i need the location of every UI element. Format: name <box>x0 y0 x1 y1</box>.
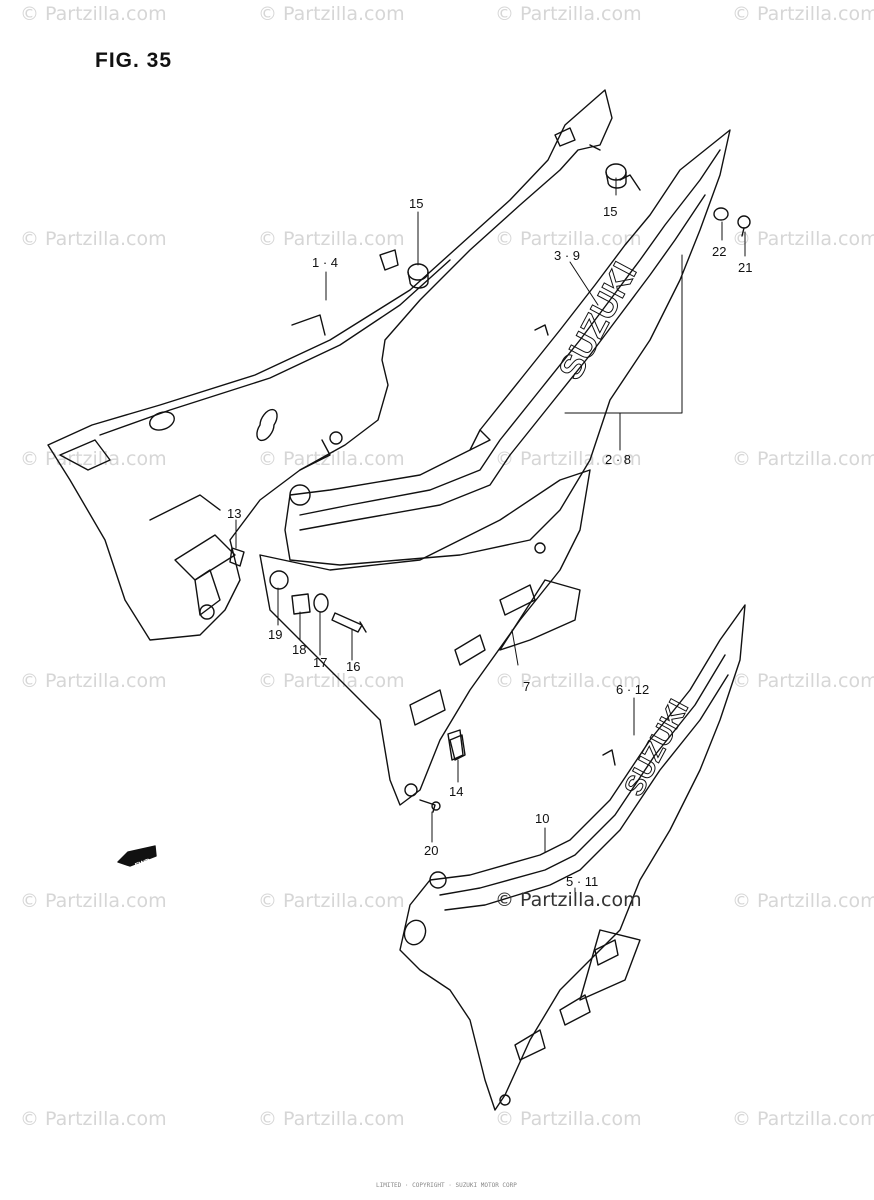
callout-17: 17 <box>313 655 328 670</box>
callout-6-12: 6 · 12 <box>616 682 650 697</box>
watermark: © Partzilla.com <box>732 228 874 250</box>
watermark: © Partzilla.com <box>20 3 167 25</box>
watermark: © Partzilla.com <box>495 448 642 470</box>
side-cover-left <box>284 129 731 566</box>
watermark: © Partzilla.com <box>732 670 874 692</box>
watermark: © Partzilla.com <box>20 1108 167 1130</box>
callout-1-4: 1 · 4 <box>312 255 339 270</box>
watermark: © Partzilla.com <box>20 890 167 912</box>
callout-16: 16 <box>346 659 361 674</box>
figure-title: FIG. 35 <box>95 49 173 72</box>
watermark: © Partzilla.com <box>732 1108 874 1130</box>
callout-14: 14 <box>449 784 464 799</box>
watermark: © Partzilla.com <box>258 670 405 692</box>
suzuki-decal: SUZUKI SUZUKI FWD <box>134 256 694 870</box>
watermark: © Partzilla.com <box>495 3 642 25</box>
watermark: © Partzilla.com <box>732 890 874 912</box>
callout-2-8: 2 · 8 <box>605 452 632 467</box>
watermark: © Partzilla.com <box>495 1108 642 1130</box>
watermark: © Partzilla.com <box>20 448 167 470</box>
watermark: © Partzilla.com <box>258 890 405 912</box>
callout-19: 19 <box>268 627 283 642</box>
side-cover-right <box>399 604 746 1111</box>
fwd-arrow-icon <box>117 845 157 867</box>
center-watermark: © Partzilla.com <box>495 889 642 911</box>
watermark: © Partzilla.com <box>20 228 167 250</box>
callout-15: 15 <box>409 196 424 211</box>
watermark: © Partzilla.com <box>732 448 874 470</box>
callout-7: 7 <box>523 679 531 694</box>
watermark: © Partzilla.com <box>258 1108 405 1130</box>
leader-lines <box>235 177 746 896</box>
watermark: © Partzilla.com <box>495 670 642 692</box>
hardware <box>229 163 751 813</box>
callout-5-11: 5 · 11 <box>566 874 599 889</box>
lower-side-panel <box>259 469 591 806</box>
watermark: © Partzilla.com <box>258 228 405 250</box>
callout-10: 10 <box>535 811 550 826</box>
watermark: © Partzilla.com <box>20 670 167 692</box>
callout-13: 13 <box>227 506 242 521</box>
callout-20: 20 <box>424 843 439 858</box>
watermark: © Partzilla.com <box>495 228 642 250</box>
watermark: © Partzilla.com <box>258 448 405 470</box>
frame-cover-upper <box>47 89 613 641</box>
svg-text:SUZUKI: SUZUKI <box>552 256 645 386</box>
callout-21: 21 <box>738 260 753 275</box>
svg-text:SUZUKI: SUZUKI <box>618 694 694 801</box>
callout-15: 15 <box>603 204 618 219</box>
watermark: © Partzilla.com <box>732 3 874 25</box>
callout-18: 18 <box>292 642 307 657</box>
callout-3-9: 3 · 9 <box>554 248 581 263</box>
callout-22: 22 <box>712 244 727 259</box>
watermark: © Partzilla.com <box>258 3 405 25</box>
footer-copyright: LIMITED · COPYRIGHT · SUZUKI MOTOR CORP <box>376 1182 517 1189</box>
